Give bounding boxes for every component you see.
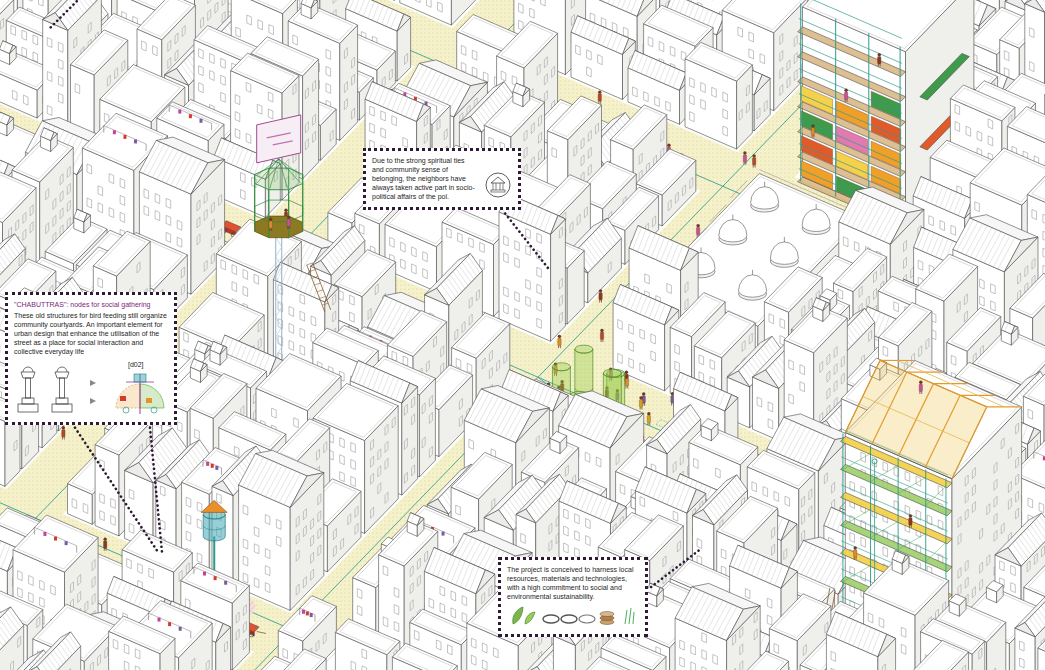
page: Due to the strong spiritual ties and com… (0, 0, 1045, 670)
